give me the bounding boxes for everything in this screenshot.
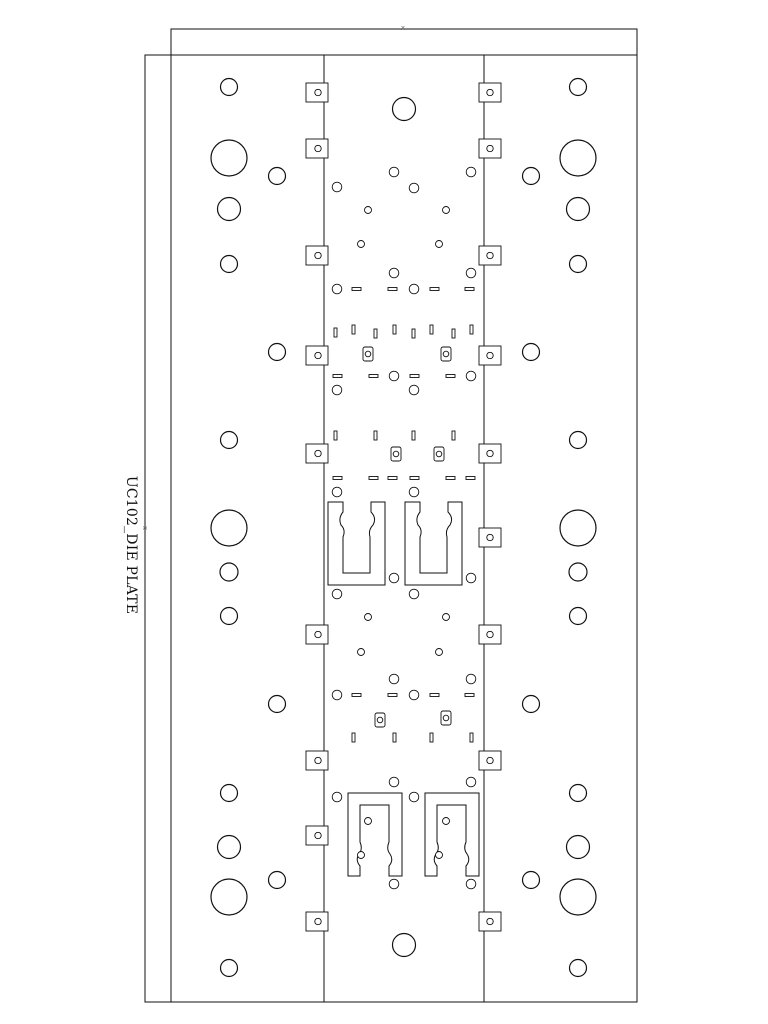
bushing-left-6 xyxy=(305,624,329,645)
bushing-left-5 xyxy=(305,443,329,464)
bushing-right-6 xyxy=(478,527,502,548)
bushing-right-9 xyxy=(478,911,502,932)
bushing-right-8 xyxy=(478,750,502,771)
bushing-left-2 xyxy=(305,138,329,159)
top-dimension-mark: x xyxy=(400,24,406,32)
cavity-right xyxy=(404,501,463,586)
bushing-right-4 xyxy=(478,345,502,366)
form-cavity-right xyxy=(424,792,480,877)
top-dimension-line xyxy=(170,28,638,56)
bushing-left-4 xyxy=(305,345,329,366)
form-cavity-left xyxy=(347,792,403,877)
bushing-right-3 xyxy=(478,245,502,266)
drawing-title: UC102_DIE PLATE xyxy=(123,475,139,615)
station-2-pierce xyxy=(331,324,477,396)
cavity-left xyxy=(327,501,386,586)
bushing-right-1 xyxy=(478,82,502,103)
bushing-left-9 xyxy=(305,911,329,932)
plate-border xyxy=(170,54,638,1003)
bushing-left-3 xyxy=(305,245,329,266)
station-4-cavities xyxy=(327,501,477,600)
center-large-holes xyxy=(391,96,417,958)
station-5-pilots xyxy=(331,613,477,743)
bushing-right-5 xyxy=(478,443,502,464)
outer-bolt-holes xyxy=(210,77,597,978)
bushing-right-2 xyxy=(478,138,502,159)
left-dimension-mark: x xyxy=(141,525,149,531)
bushing-left-8 xyxy=(305,825,329,846)
station-6-cavities xyxy=(331,776,480,890)
bushing-left-1 xyxy=(305,82,329,103)
bushing-left-7 xyxy=(305,750,329,771)
station-1-pilots xyxy=(331,166,477,295)
bushing-right-7 xyxy=(478,624,502,645)
guide-bushings xyxy=(305,82,502,932)
station-3-pierce xyxy=(331,430,476,498)
